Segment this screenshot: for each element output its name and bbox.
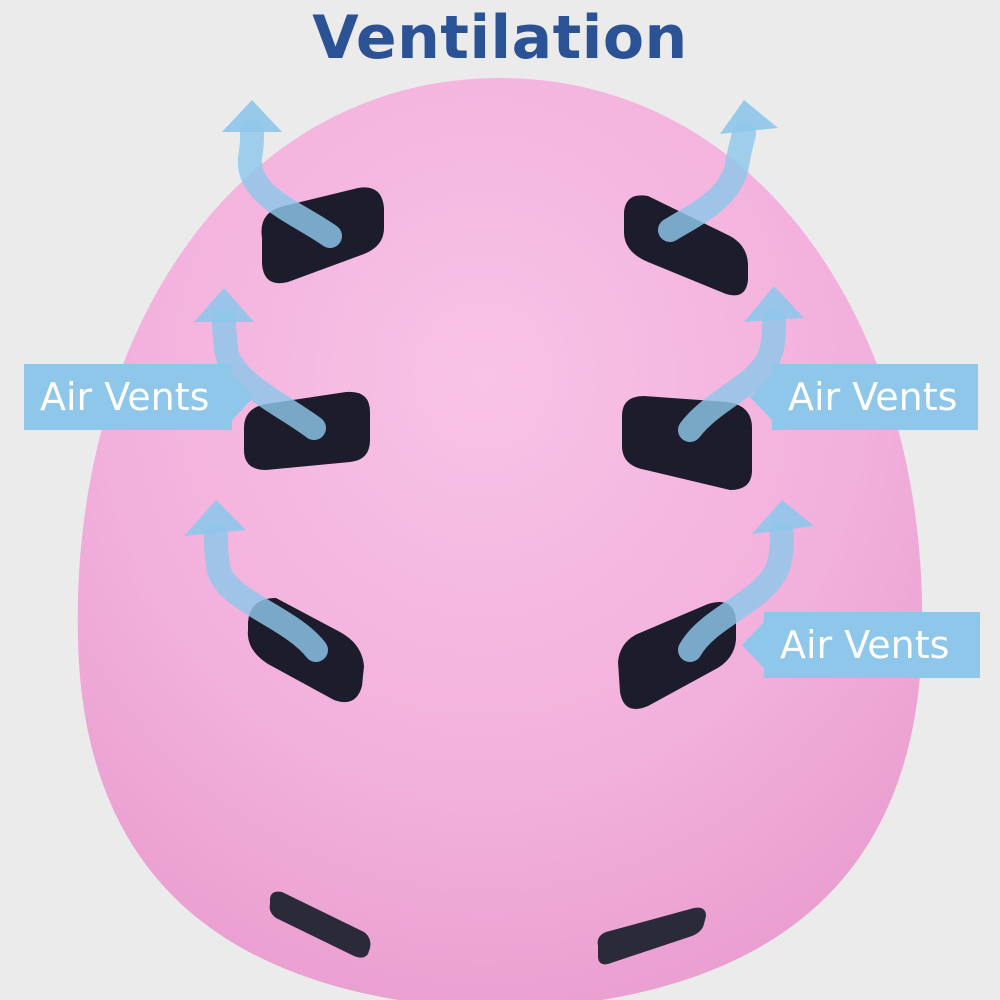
- airflow-arrow-left-top: [237, 120, 342, 248]
- air-vents-callout-left: Air Vents: [24, 364, 254, 430]
- air-vents-callout-right-low: Air Vents: [742, 612, 980, 678]
- airflow-arrow-left-low: [204, 524, 328, 662]
- arrow-head-left-top: [222, 100, 282, 132]
- rear-slot-right: [597, 907, 706, 965]
- arrow-head-left-low: [184, 500, 246, 536]
- airflow-arrow-right-top: [658, 122, 756, 242]
- helmet-shell: [77, 78, 923, 1000]
- airflow-arrow-left-mid: [212, 310, 326, 440]
- arrow-head-right-low: [752, 500, 814, 534]
- air-vents-callout-right-mid: Air Vents: [750, 364, 978, 430]
- page-title: Ventilation: [312, 3, 688, 73]
- arrow-head-left-mid: [194, 288, 254, 322]
- airflow-arrow-right-low: [678, 522, 794, 662]
- airflow-arrow-right-mid: [678, 310, 786, 442]
- vent-right-mid: [622, 396, 752, 490]
- rear-slot-left: [269, 891, 371, 958]
- arrow-head-right-top: [720, 100, 778, 134]
- vent-right-top: [624, 195, 748, 296]
- arrow-head-right-mid: [744, 286, 804, 322]
